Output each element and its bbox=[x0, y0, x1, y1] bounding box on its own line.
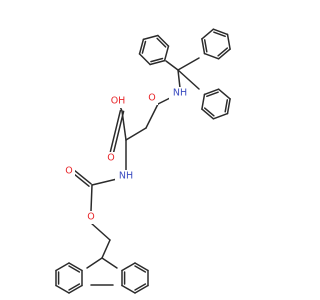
atom-labels: OH O O NH NH O O bbox=[63, 87, 191, 224]
fluorene-ring-right-bond bbox=[121, 284, 136, 294]
fluorene-ring-left-bond bbox=[68, 262, 83, 272]
trityl-ring-1-bond bbox=[142, 34, 159, 41]
trityl-ring-1-inner-bond bbox=[141, 40, 147, 54]
ch2-c9-bond bbox=[101, 239, 111, 259]
trityl-ring-3-bond bbox=[201, 93, 206, 110]
trityl-ring-2-bond bbox=[203, 52, 220, 60]
trityl-ring-2-inner-bond bbox=[203, 39, 208, 53]
atom-nh-carbamate: NH bbox=[115, 170, 137, 183]
o-ch2-bond bbox=[90, 222, 111, 241]
trityl-ring3-bond bbox=[177, 69, 200, 90]
atom-o-acid: O bbox=[105, 152, 117, 165]
atom-o-amide: O bbox=[146, 92, 158, 105]
fluorene-ring-right-bond bbox=[121, 262, 136, 272]
hydroxyl-label: OH bbox=[111, 96, 126, 107]
fluorene-ring-left-bond bbox=[55, 284, 70, 294]
trityl-ring-2-bond bbox=[226, 33, 231, 50]
acid-carbonyl bbox=[109, 109, 122, 153]
fluorene-ring-left-inner-bond bbox=[68, 265, 81, 273]
trityl-ring-2-bond bbox=[201, 28, 215, 40]
fluorene-ring-right-bond bbox=[134, 262, 149, 272]
n-carbamate-c-bond bbox=[91, 178, 118, 186]
atom-o-carbamate-carbonyl: O bbox=[63, 165, 75, 178]
trityl-ring-3-bond bbox=[212, 112, 229, 120]
amide-nh-label: NH bbox=[173, 88, 187, 99]
trityl-ring-1-bond bbox=[138, 53, 151, 66]
fluorene-ring-left-bond bbox=[55, 262, 70, 272]
ch2-calpha-bond bbox=[125, 127, 147, 141]
trityl-ring-1-bond bbox=[138, 38, 145, 55]
trityl-ring-3-bond bbox=[203, 88, 220, 96]
trityl-ring-2-inner-bond bbox=[213, 31, 226, 38]
acid-carbonyl bbox=[112, 110, 125, 154]
trityl-ring-2-bond bbox=[217, 48, 231, 60]
trityl-ring-3-bond bbox=[217, 88, 231, 100]
atom-nh-trityl: NH bbox=[169, 87, 191, 100]
carbamate-nh-label: NH bbox=[119, 171, 133, 182]
fluorene-ring-left-bond bbox=[68, 284, 83, 294]
amide-oxygen-label: O bbox=[148, 93, 155, 104]
ester-oxygen-label: O bbox=[87, 212, 94, 223]
fluorene-c9-right bbox=[101, 257, 118, 269]
trityl-ring-2-bond bbox=[212, 28, 229, 36]
trityl-ring-1-inner-bond bbox=[156, 37, 167, 48]
bond-lines bbox=[55, 28, 231, 294]
fluorene-ring-right-inner-bond bbox=[134, 265, 147, 273]
acid-carbonyl-oxygen-label: O bbox=[107, 153, 114, 164]
trityl-ring-3-inner-bond bbox=[206, 91, 219, 98]
molecule-structure: OH O O NH NH O O bbox=[55, 28, 231, 294]
trityl-ring-1-bond bbox=[163, 45, 170, 62]
atom-oh: OH bbox=[107, 95, 129, 108]
amide-c-ch2-bond bbox=[145, 103, 159, 129]
carbamate-o-bond bbox=[90, 184, 93, 212]
fluorene-ring-right-bond bbox=[134, 284, 149, 294]
atom-o-ester: O bbox=[85, 211, 97, 224]
trityl-ring-3-bond bbox=[201, 108, 215, 120]
fluorene-ring-left-inner-bond bbox=[68, 283, 81, 291]
trityl-ring2-bond bbox=[177, 57, 200, 71]
trityl-ring-3-inner-bond bbox=[203, 107, 215, 117]
trityl-ring-1-bond bbox=[157, 34, 170, 47]
carbamate-carbonyl-oxygen-label: O bbox=[65, 166, 72, 177]
carbamate-carbonyl bbox=[74, 170, 92, 185]
fluorene-ring-right-inner-bond bbox=[134, 283, 147, 291]
trityl-ring-2-bond bbox=[201, 38, 206, 55]
trityl-ring-2-inner-bond bbox=[217, 47, 229, 57]
trityl-ring-3-inner-bond bbox=[224, 99, 229, 113]
fluorene-c9-left bbox=[86, 257, 103, 269]
trityl-ring1-bond bbox=[165, 60, 179, 71]
trityl-ring-3-bond bbox=[226, 98, 231, 115]
trityl-ring-1-bond bbox=[149, 59, 166, 66]
c-n-trityl-bond bbox=[177, 69, 181, 89]
carbamate-carbonyl bbox=[72, 172, 90, 187]
trityl-ring-1-inner-bond bbox=[150, 57, 164, 63]
